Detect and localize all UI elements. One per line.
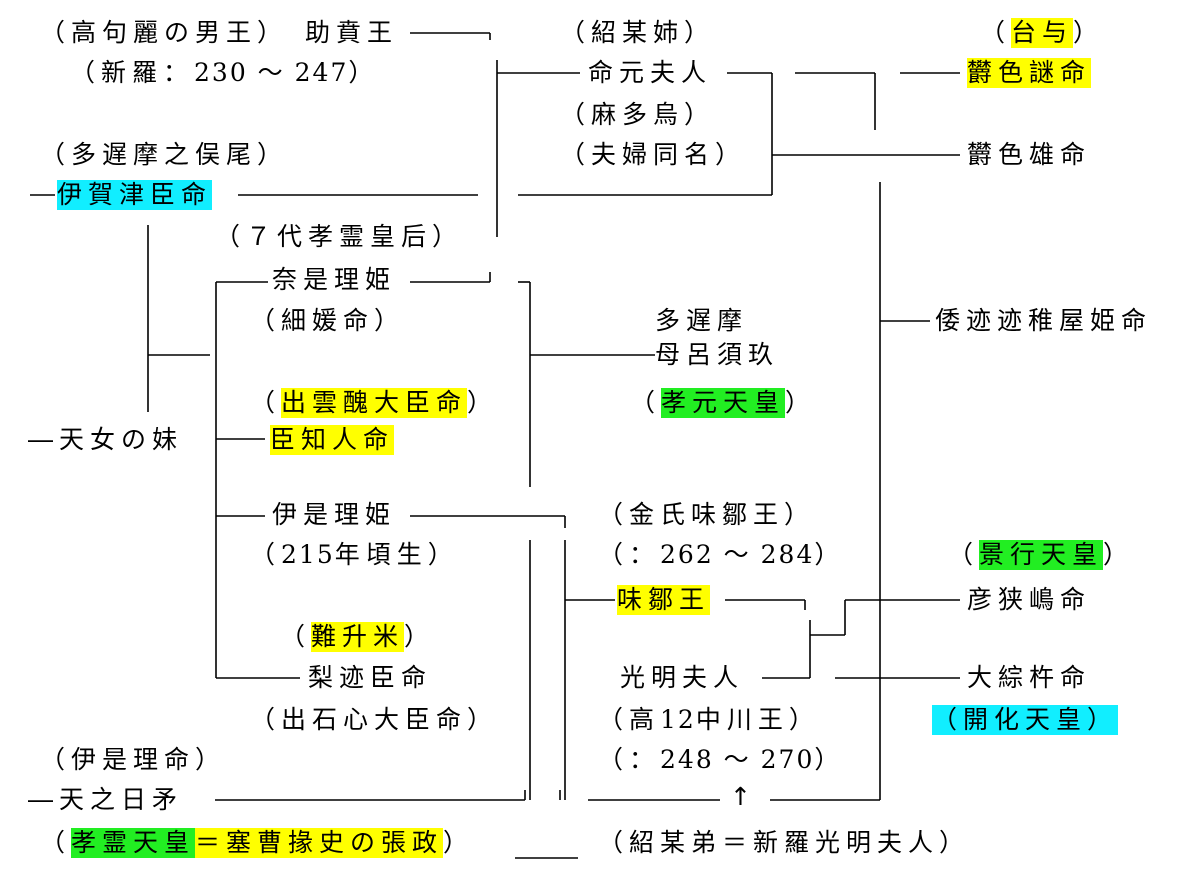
b215-year: 215 — [281, 540, 335, 569]
node-izumo-shiko: （出雲醜大臣命） — [250, 388, 498, 418]
node-ize-hime: 伊是理姫 — [272, 500, 397, 529]
izumo-close: ） — [467, 388, 499, 417]
node-naze-hime: 奈是理姫 — [272, 265, 397, 294]
node-omichi-hito: 臣知人命 — [270, 425, 395, 455]
toyo-highlight: 台与 — [1011, 18, 1074, 48]
label-tachima-matao: （多遅摩之俣尾） — [40, 140, 289, 169]
omichi-highlight: 臣知人命 — [270, 425, 395, 455]
node-utsushiko-me: 欝色謎命 — [967, 58, 1092, 88]
sotsu-highlight: ＝塞曹掾史の張政 — [195, 828, 444, 858]
keiko-highlight: 景行天皇 — [979, 540, 1104, 570]
node-amenohiboko: ―天之日矛 — [28, 785, 184, 814]
kogen-close: ） — [785, 388, 817, 417]
label-kogurai: （高句麗の男王） — [40, 18, 289, 47]
node-toyo: （台与） — [980, 18, 1104, 48]
nansho-open: （ — [280, 622, 312, 651]
node-jokuhi-king: 助賁王 — [305, 18, 399, 47]
node-komei-fujin: 光明夫人 — [620, 663, 745, 692]
node-oheso-ki: 大綜杵命 — [967, 663, 1092, 692]
utsushiko-me-highlight: 欝色謎命 — [967, 58, 1092, 88]
izumo-highlight: 出雲醜大臣命 — [281, 388, 468, 418]
nansho-close: ） — [404, 622, 436, 651]
bottom-close: ） — [443, 828, 475, 857]
label-shiragi: （新羅：230 ～ 247） — [70, 58, 379, 88]
label-izushi-kokoro: （出石心大臣命） — [250, 705, 499, 734]
kaika-highlight: （開化天皇） — [932, 705, 1119, 735]
label-izeri: （伊是理命） — [40, 745, 227, 774]
taka12-open: （高 — [598, 705, 661, 734]
toyo-close: ） — [1073, 18, 1105, 47]
node-tennyo-imouto: ―天女の妹 — [28, 425, 184, 454]
shiragi-years: 230 ～ 247 — [194, 58, 349, 87]
label-tajima: 多遅摩 — [655, 306, 749, 335]
node-utsushiko-o: 欝色雄命 — [967, 140, 1092, 169]
bottom-annotation: （孝霊天皇＝塞曹掾史の張政） — [40, 828, 474, 858]
up-arrow-icon: ↑ — [730, 782, 751, 811]
igatsu-highlight: 伊賀津臣命 — [57, 180, 213, 210]
toyo-open: （ — [980, 18, 1012, 47]
b215-open: （ — [250, 540, 282, 569]
r248-years: 248 ～ 270 — [660, 745, 815, 774]
r248-close: ） — [814, 745, 846, 774]
label-262-284: （：262 ～ 284） — [598, 540, 845, 570]
node-yamato-totohi: 倭迹迹稚屋姫命 — [935, 306, 1153, 335]
node-igatsu-omi: 伊賀津臣命 — [57, 180, 213, 210]
r262-close: ） — [814, 540, 846, 569]
b215-rest: 年頃生） — [334, 540, 459, 569]
keiko-close: ） — [1103, 540, 1135, 569]
label-215-birth: （215年頃生） — [250, 540, 459, 570]
node-nashi-omi: 梨迹臣命 — [308, 663, 433, 692]
node-nansho-mai: （難升米） — [280, 622, 435, 652]
node-moro-suku: 母呂須玖 — [655, 340, 780, 369]
r262-years: 262 ～ 284 — [660, 540, 815, 569]
bottom-open: （ — [40, 828, 72, 857]
r262-open: （： — [598, 540, 661, 569]
korei-highlight: 孝霊天皇 — [71, 828, 196, 858]
keiko-open: （ — [948, 540, 980, 569]
r248-open: （： — [598, 745, 661, 774]
mishu-highlight: 味鄒王 — [617, 585, 711, 615]
shiragi-close: ） — [348, 58, 380, 87]
node-hiko-sashima: 彦狭嶋命 — [967, 585, 1092, 614]
nansho-highlight: 難升米 — [311, 622, 405, 652]
label-fufu-domei: （夫婦同名） — [560, 140, 747, 169]
label-hosoe: （細媛命） — [250, 306, 406, 335]
taka12-num: 12 — [660, 705, 696, 734]
node-mishu-o: 味鄒王 — [617, 585, 711, 615]
izumo-open: （ — [250, 388, 282, 417]
kogen-highlight: 孝元天皇 — [661, 388, 786, 418]
label-248-270: （：248 ～ 270） — [598, 745, 845, 775]
label-sobo-ane: （紹某姉） — [560, 18, 716, 47]
taka12-rest: 中川王） — [695, 705, 820, 734]
node-kogen-tenno: （孝元天皇） — [630, 388, 816, 418]
label-matatori: （麻多烏） — [560, 100, 716, 129]
node-keiko-tenno: （景行天皇） — [948, 540, 1134, 570]
shiragi-open: （新羅： — [70, 58, 195, 87]
label-taka12-nakagawa: （高12中川王） — [598, 705, 820, 735]
label-kinshi-mishu: （金氏味鄒王） — [598, 500, 816, 529]
label-7dai-kogo: （７代孝霊皇后） — [215, 222, 464, 251]
label-sobo-ototo: （紹某弟＝新羅光明夫人） — [598, 828, 971, 857]
kogen-open: （ — [630, 388, 662, 417]
node-meigen-fujin: 命元夫人 — [588, 58, 713, 87]
node-kaika-tenno: （開化天皇） — [932, 705, 1119, 735]
